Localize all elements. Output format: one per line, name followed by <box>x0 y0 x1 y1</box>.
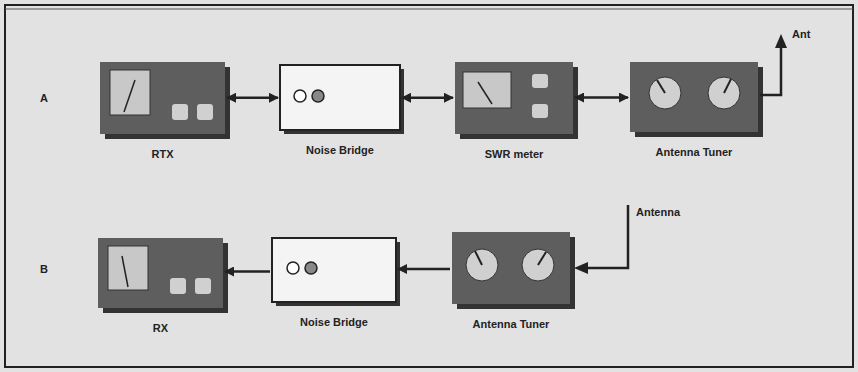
equipment-box: SWR meter <box>455 62 573 134</box>
antenna-label: Ant <box>792 28 810 40</box>
cable-arrow <box>398 268 450 271</box>
cable-arrow <box>575 96 628 99</box>
equipment-box: RTX <box>100 62 225 134</box>
equipment-label: Noise Bridge <box>306 144 374 156</box>
equipment-box: Antenna Tuner <box>452 232 570 304</box>
equipment-label: Noise Bridge <box>300 316 368 328</box>
equipment-label: RX <box>153 322 168 334</box>
equipment-box: Antenna Tuner <box>630 62 758 132</box>
equipment-box: RX <box>98 238 223 308</box>
cable-arrow <box>402 97 453 100</box>
equipment-label: Antenna Tuner <box>656 146 733 158</box>
equipment-label: SWR meter <box>485 148 544 160</box>
cable-arrow <box>225 270 270 273</box>
antenna-label: Antenna <box>636 206 680 218</box>
cable-arrow <box>227 97 278 100</box>
row-letter: B <box>40 263 48 275</box>
equipment-label: Antenna Tuner <box>473 318 550 330</box>
equipment-box: Noise Bridge <box>280 65 400 130</box>
row-letter: A <box>40 92 48 104</box>
equipment-box: Noise Bridge <box>272 238 396 302</box>
equipment-label: RTX <box>152 148 174 160</box>
